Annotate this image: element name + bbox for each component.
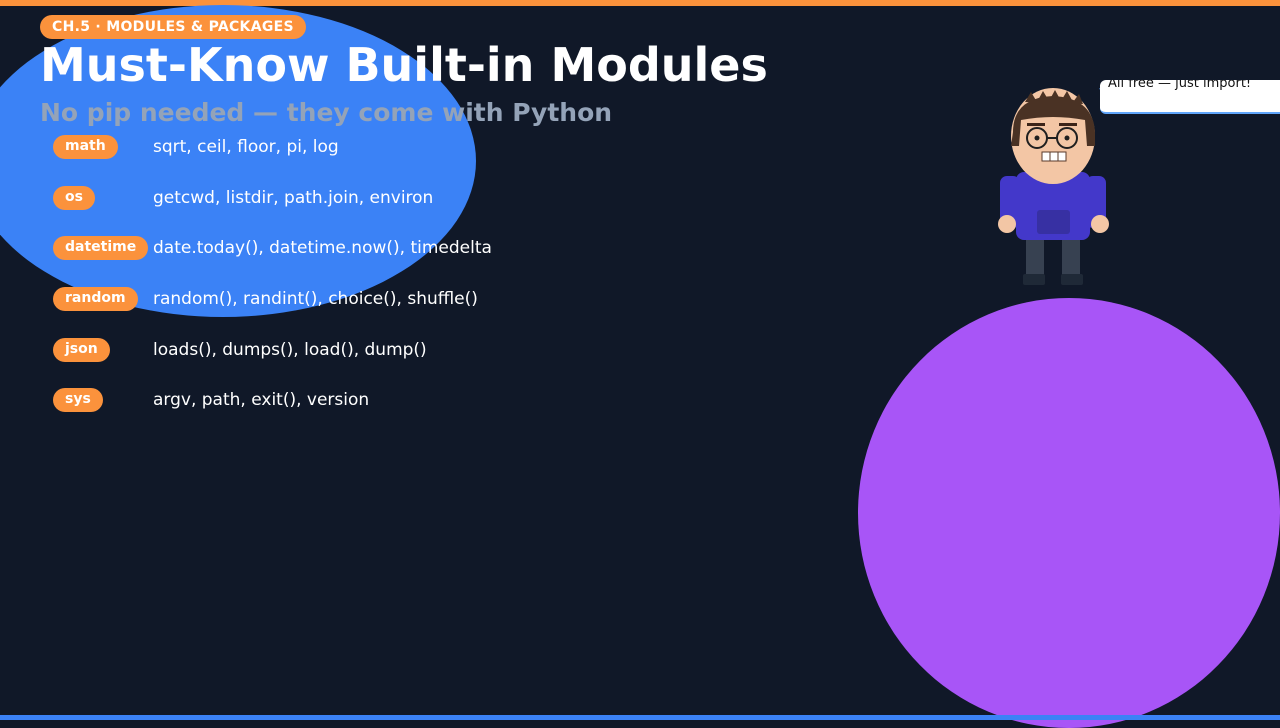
module-functions: loads(), dumps(), load(), dump() <box>153 339 427 360</box>
module-tag: json <box>53 337 110 362</box>
module-tag: os <box>53 185 95 210</box>
module-row-sys: sys argv, path, exit(), version <box>53 388 613 439</box>
module-list: math sqrt, ceil, floor, pi, log os getcw… <box>53 135 613 439</box>
decorative-purple-blob <box>858 298 1280 728</box>
module-functions: sqrt, ceil, floor, pi, log <box>153 137 339 157</box>
module-row-os: os getcwd, listdir, path.join, environ <box>53 185 613 237</box>
decorative-blue-blob <box>0 5 476 317</box>
module-row-math: math sqrt, ceil, floor, pi, log <box>53 135 613 186</box>
page-subtitle: No pip needed — they come with Python <box>40 98 613 127</box>
chapter-badge: CH.5 · MODULES & PACKAGES <box>40 15 306 39</box>
module-tag: datetime <box>53 236 149 261</box>
module-tag: random <box>53 287 138 312</box>
module-row-json: json loads(), dumps(), load(), dump() <box>53 337 613 389</box>
module-functions: date.today(), datetime.now(), timedelta <box>153 238 492 259</box>
top-accent-bar <box>0 0 1280 6</box>
speech-bubble: All free — just import! <box>1100 80 1280 114</box>
module-functions: random(), randint(), choice(), shuffle() <box>153 289 478 310</box>
module-functions: argv, path, exit(), version <box>153 390 370 411</box>
bottom-accent-bar <box>0 715 1280 720</box>
module-tag: sys <box>53 388 103 413</box>
page-title: Must-Know Built-in Modules <box>40 38 768 92</box>
module-tag: math <box>53 135 118 159</box>
module-row-datetime: datetime date.today(), datetime.now(), t… <box>53 236 613 287</box>
module-row-random: random random(), randint(), choice(), sh… <box>53 287 613 338</box>
speech-text: All free — just import! <box>1108 80 1252 91</box>
module-functions: getcwd, listdir, path.join, environ <box>153 187 434 208</box>
nerdy-boy-character-icon <box>998 88 1109 285</box>
